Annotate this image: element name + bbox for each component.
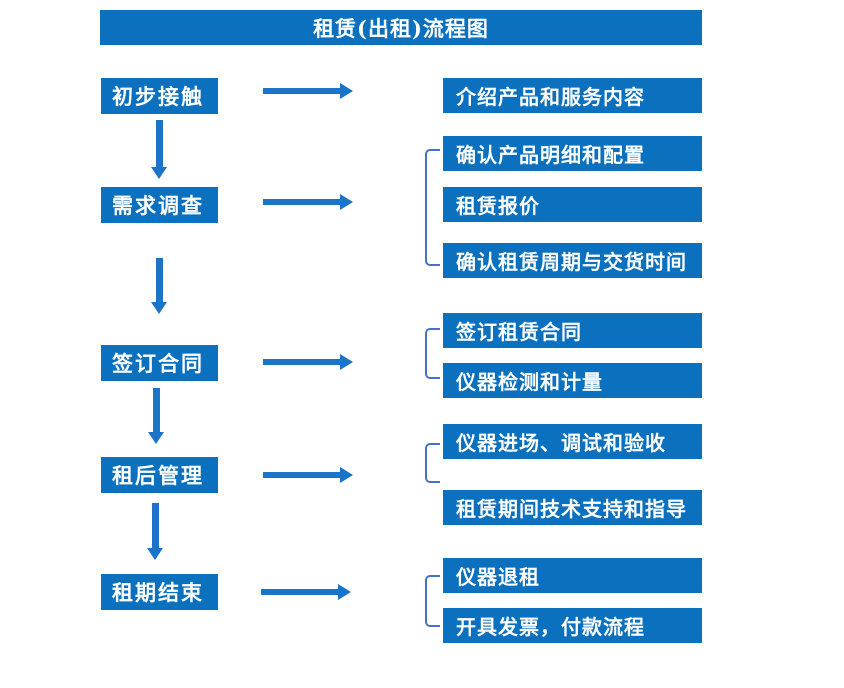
- arrow-down-icon: [151, 258, 168, 314]
- arrow-right-icon: [261, 584, 351, 600]
- arrow-down-icon: [147, 503, 164, 560]
- step-box-post-rental-management: 租后管理: [101, 457, 218, 493]
- arrow-right-icon: [263, 83, 353, 99]
- group-bracket: [425, 149, 440, 266]
- group-bracket: [425, 443, 440, 483]
- detail-box-confirm-product-config: 确认产品明细和配置: [443, 136, 702, 171]
- detail-box-sign-rental-contract: 签订租赁合同: [443, 313, 702, 348]
- group-bracket: [425, 575, 440, 627]
- arrow-right-icon: [263, 194, 353, 210]
- arrow-right-icon: [263, 354, 353, 370]
- page-title: 租赁(出租)流程图: [313, 15, 489, 41]
- group-bracket: [425, 328, 440, 379]
- step-box-initial-contact: 初步接触: [101, 78, 218, 114]
- detail-box-confirm-period: 确认租赁周期与交货时间: [443, 243, 702, 278]
- detail-box-technical-support: 租赁期间技术支持和指导: [443, 490, 702, 525]
- arrow-down-icon: [151, 120, 168, 179]
- detail-box-rental-quotation: 租赁报价: [443, 187, 702, 222]
- detail-box-introduce-products: 介绍产品和服务内容: [443, 78, 702, 113]
- arrow-down-icon: [148, 388, 165, 444]
- detail-box-instrument-calibration: 仪器检测和计量: [443, 363, 702, 398]
- step-box-sign-contract: 签订合同: [101, 345, 218, 381]
- detail-box-invoice-payment: 开具发票，付款流程: [443, 608, 702, 643]
- arrow-right-icon: [263, 467, 353, 483]
- detail-box-instrument-return: 仪器退租: [443, 558, 702, 593]
- step-box-rental-end: 租期结束: [101, 574, 218, 610]
- title-bar: 租赁(出租)流程图: [100, 10, 702, 45]
- step-box-demand-survey: 需求调查: [101, 187, 218, 223]
- detail-box-instrument-acceptance: 仪器进场、调试和验收: [443, 424, 702, 459]
